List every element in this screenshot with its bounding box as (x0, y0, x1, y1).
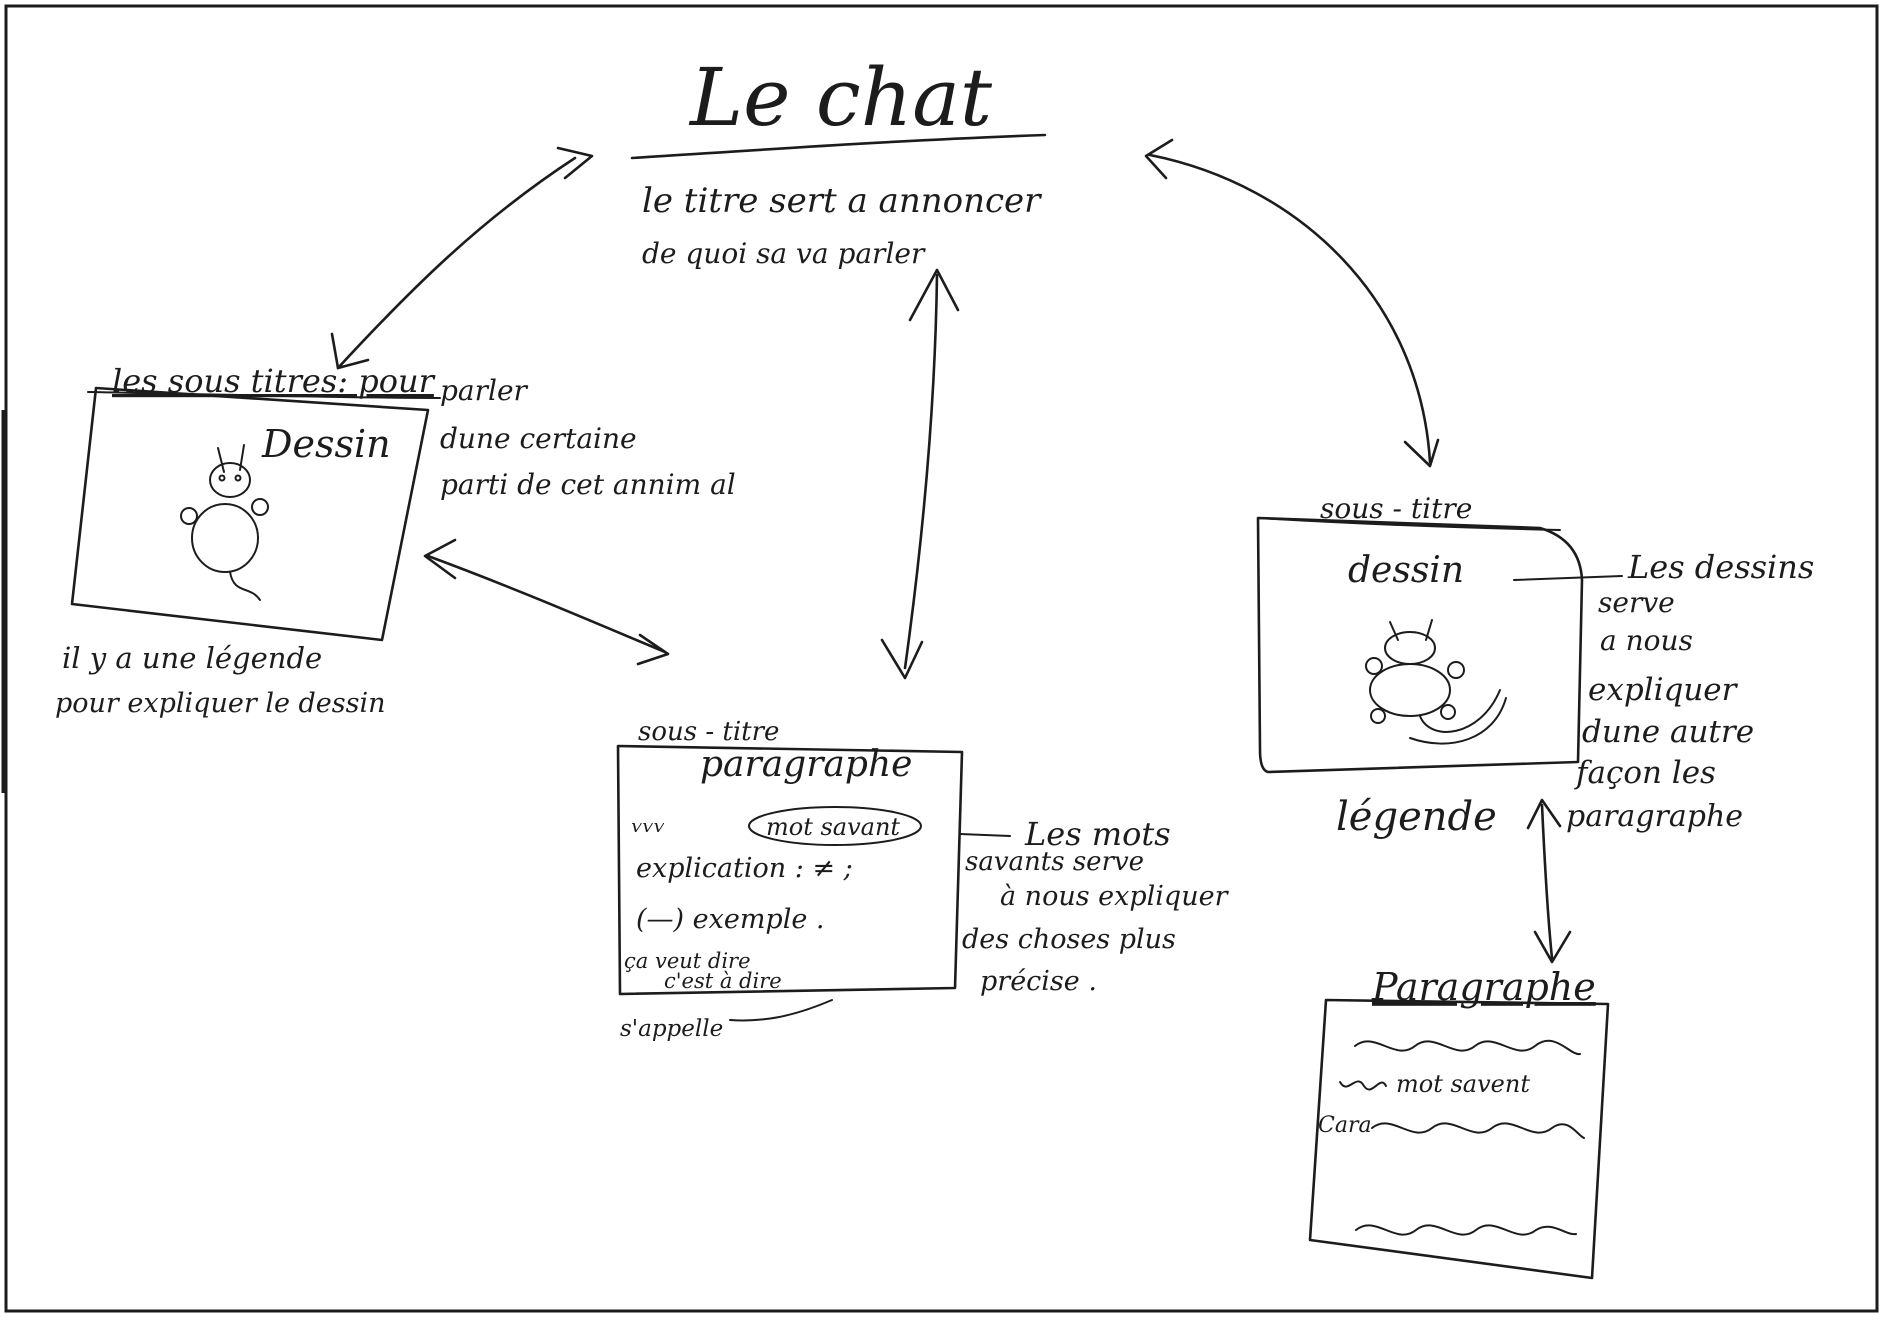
right-box-label-pointer (1513, 575, 1623, 581)
bottom-block: Paragraphe mot savent Cara (1308, 965, 1610, 1280)
title-underline (630, 133, 1047, 160)
title-note-line-1: le titre sert a annoncer (642, 181, 1042, 221)
arrow-title-center (880, 268, 960, 680)
left-box-label: Dessin (261, 422, 391, 466)
right-side-note-1: Les dessins (1627, 548, 1814, 586)
right-side-note-7: paragraphe (1566, 799, 1743, 834)
bottom-wavy-line-1 (1354, 1039, 1581, 1056)
left-side-note-1: parler (440, 374, 529, 407)
right-subtitle: sous - titre (1320, 492, 1472, 525)
left-subtitle-underline (87, 391, 441, 399)
left-caption-2: pour expliquer le dessin (55, 688, 386, 719)
center-box (616, 744, 964, 996)
center-side-note-1: Les mots (1024, 815, 1171, 853)
right-drawing-box (1256, 516, 1584, 774)
center-circled-word: mot savant (766, 813, 900, 841)
right-cat-icon (1365, 619, 1507, 745)
left-drawing-box (70, 386, 430, 642)
center-side-note-3: à nous expliquer (1000, 881, 1230, 912)
arrow-title-left (330, 146, 594, 370)
title-text: Le chat (688, 51, 993, 144)
center-line-1-lead: ᵥᵥᵥ (631, 805, 666, 840)
center-side-note-4: des choses plus (962, 924, 1176, 955)
page-border (4, 4, 1879, 1313)
center-line-2: explication : ≠ ; (636, 853, 853, 884)
center-bottom-pointer (729, 999, 833, 1022)
arrow-title-right (1144, 138, 1440, 468)
bottom-wavy-line-3 (1355, 1224, 1577, 1236)
bottom-wavy-line-2 (1371, 1122, 1585, 1139)
center-side-note-2: savants serve (965, 847, 1144, 877)
bottom-line-text: mot savent (1396, 1070, 1530, 1098)
left-caption-1: il y a une légende (62, 641, 322, 675)
circled-word-pointer (959, 833, 1011, 837)
bottom-box (1308, 998, 1610, 1280)
right-box-label: dessin (1348, 550, 1464, 591)
right-side-note-2: serve (1598, 586, 1675, 619)
bottom-side-word: Cara (1318, 1113, 1372, 1138)
arrow-right-bottom (1526, 798, 1572, 964)
center-side-note-5: précise . (980, 966, 1097, 997)
bottom-line-2-mark (1339, 1080, 1387, 1091)
center-block: sous - titre paragraphe ᵥᵥᵥ mot savant e… (616, 717, 1230, 1042)
center-subtitle: sous - titre (638, 717, 779, 747)
left-side-note-3: parti de cet annim al (440, 468, 736, 501)
center-line-4a: ça veut dire (624, 949, 751, 973)
center-box-heading: paragraphe (700, 744, 912, 785)
center-below-label: s'appelle (620, 1016, 723, 1042)
right-block: sous - titre dessin Les dessins serve a … (1256, 492, 1814, 840)
center-line-4b: c'est à dire (664, 969, 782, 993)
right-side-note-6: façon les (1574, 755, 1716, 791)
left-cat-icon (180, 444, 269, 601)
center-line-3: (—) exemple . (636, 904, 825, 935)
right-side-note-5: dune autre (1582, 714, 1754, 750)
right-side-note-3: a nous (1600, 624, 1693, 657)
title-note-line-2: de quoi sa va parler (642, 237, 926, 270)
right-caption: légende (1336, 794, 1497, 840)
circled-word-outline (748, 806, 922, 846)
arrow-left-center (423, 538, 670, 666)
left-side-note-2: dune certaine (440, 422, 637, 455)
right-side-note-4: expliquer (1588, 672, 1739, 708)
left-block: les sous titres: pour Dessin parler dune… (55, 362, 736, 719)
title-group: Le chat le titre sert a annoncer de quoi… (630, 51, 1047, 270)
